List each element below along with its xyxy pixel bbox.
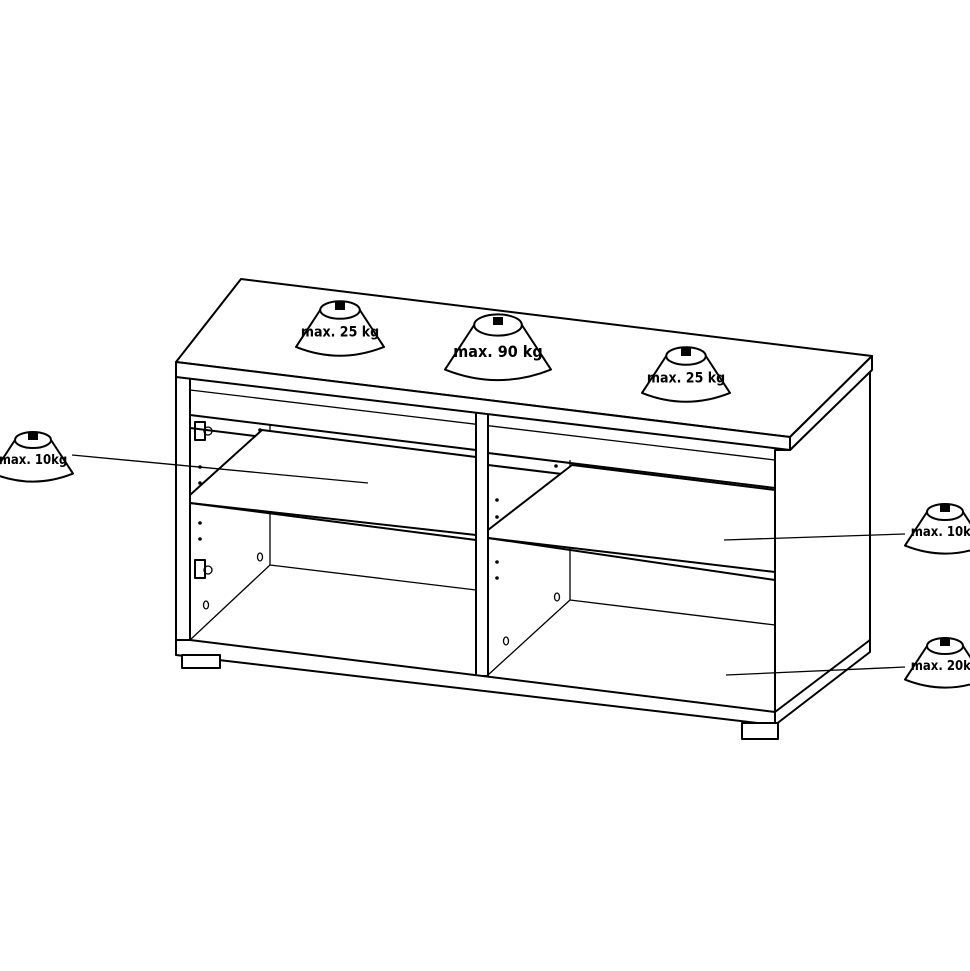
upper-rail	[189, 414, 477, 451]
foot-front-left	[181, 654, 221, 669]
foot-front-right	[741, 722, 779, 740]
shelf-pin-holes	[198, 428, 558, 580]
load-label-text: max. 25 kg	[301, 325, 379, 341]
leader-bottom	[725, 666, 906, 676]
weight-icon-bottom-right: max. 20kg	[904, 637, 970, 689]
hinge-lower-icon	[194, 559, 213, 579]
weight-icon-right-upper-shelf: max. 10kg	[904, 503, 970, 555]
left-shelf-front	[189, 502, 477, 541]
weight-icon-left-upper-shelf: max. 10kg	[0, 431, 74, 483]
load-label-text: max. 10kg	[0, 453, 67, 468]
upper-rail-right	[487, 452, 776, 489]
left-floor-edge	[189, 564, 271, 641]
right-floor-edge	[487, 599, 571, 676]
load-label-text: max. 10kg	[911, 525, 970, 540]
leader-lines	[71, 454, 906, 676]
middle-divider	[475, 409, 489, 677]
lower-back-right	[569, 599, 776, 626]
load-label-text: max. 90 kg	[453, 342, 542, 361]
weight-icon-top-left: max. 25 kg	[295, 300, 385, 357]
right-shelf-front	[487, 537, 776, 581]
weight-icon-top-right: max. 25 kg	[641, 346, 731, 403]
weight-icon-top-center: max. 90 kg	[444, 313, 552, 382]
right-shelf	[487, 464, 776, 573]
load-label-text: max. 25 kg	[647, 371, 725, 387]
load-label-text: max. 20kg	[911, 659, 970, 674]
left-side-panel	[175, 376, 191, 641]
right-plinth-side	[774, 639, 871, 726]
hinge-upper-icon	[194, 421, 213, 441]
top-right-edge	[789, 355, 873, 451]
leader-left-shelf	[71, 454, 369, 484]
lower-back-left	[269, 564, 477, 591]
load-labels: max. 25 kg max. 90 kg max. 25 kg max. 10kg m…	[0, 300, 970, 689]
cam-locks	[202, 552, 561, 646]
leader-right-shelf	[723, 533, 906, 541]
